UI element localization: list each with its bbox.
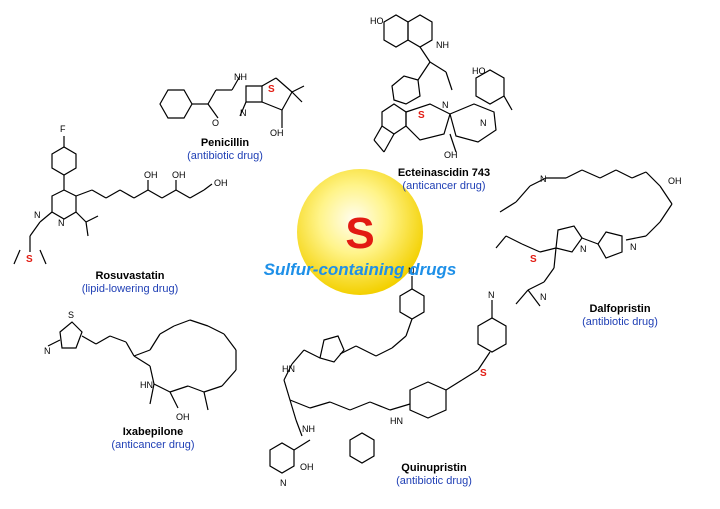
- svg-text:N: N: [44, 346, 51, 356]
- svg-text:N: N: [280, 478, 287, 488]
- drug-label-penicillin: Penicillin (antibiotic drug): [165, 137, 285, 163]
- sulfur-symbol: S: [345, 209, 375, 258]
- svg-text:S: S: [480, 368, 487, 379]
- svg-text:N: N: [442, 100, 449, 110]
- svg-text:OH: OH: [300, 462, 314, 472]
- rosuvastatin-structure: [13, 136, 213, 265]
- drug-class: (antibiotic drug): [396, 475, 472, 487]
- dalfopristin-structure: [495, 169, 673, 307]
- drug-name: Penicillin: [200, 137, 250, 149]
- center-title: Sulfur-containing drugs: [263, 260, 457, 279]
- drug-label-rosuvastatin: Rosuvastatin (lipid-lowering drug): [60, 270, 200, 296]
- svg-text:N: N: [580, 244, 587, 254]
- svg-text:HO: HO: [472, 66, 486, 76]
- svg-text:OH: OH: [270, 128, 284, 138]
- svg-text:NH: NH: [302, 424, 315, 434]
- svg-text:O: O: [212, 118, 219, 128]
- svg-text:OH: OH: [668, 176, 682, 186]
- svg-text:N: N: [488, 290, 495, 300]
- atom-labels: S NH N OH O HO NH S HO OH N N F OH OH OH…: [26, 16, 682, 488]
- svg-text:OH: OH: [172, 170, 186, 180]
- svg-text:S: S: [268, 84, 275, 95]
- drug-label-ecteinascidin: Ecteinascidin 743 (anticancer drug): [374, 167, 514, 193]
- svg-text:NH: NH: [436, 40, 449, 50]
- svg-text:HN: HN: [140, 380, 153, 390]
- drug-name: Quinupristin: [401, 462, 467, 474]
- sulfur-sphere: [297, 169, 423, 295]
- svg-text:S: S: [530, 254, 537, 265]
- svg-text:OH: OH: [444, 150, 458, 160]
- svg-text:OH: OH: [144, 170, 158, 180]
- svg-text:N: N: [540, 174, 547, 184]
- svg-text:S: S: [68, 310, 74, 320]
- svg-text:N: N: [34, 210, 41, 220]
- drug-name: Dalfopristin: [589, 303, 651, 315]
- svg-text:HN: HN: [390, 416, 403, 426]
- ixabepilone-structure: [47, 319, 237, 411]
- svg-text:N: N: [240, 108, 247, 118]
- svg-text:HO: HO: [370, 16, 384, 26]
- drug-name: Ecteinascidin 743: [397, 167, 491, 179]
- drug-class: (lipid-lowering drug): [81, 283, 179, 295]
- svg-text:HN: HN: [282, 364, 295, 374]
- svg-text:N: N: [630, 242, 637, 252]
- drug-class: (antibiotic drug): [187, 150, 263, 162]
- drug-label-ixabepilone: Ixabepilone (anticancer drug): [88, 426, 218, 452]
- svg-text:N: N: [480, 118, 487, 128]
- svg-text:S: S: [418, 110, 425, 121]
- drug-label-dalfopristin: Dalfopristin (antibiotic drug): [560, 303, 680, 329]
- svg-text:N: N: [58, 218, 65, 228]
- penicillin-structure: [159, 75, 305, 128]
- drug-class: (antibiotic drug): [582, 316, 658, 328]
- svg-text:N: N: [540, 292, 547, 302]
- svg-text:S: S: [26, 254, 33, 265]
- svg-text:OH: OH: [176, 412, 190, 422]
- svg-text:N: N: [408, 266, 415, 276]
- svg-text:OH: OH: [214, 178, 228, 188]
- drug-name: Rosuvastatin: [95, 270, 165, 282]
- ecteinascidin-structure: [373, 14, 513, 153]
- svg-text:NH: NH: [234, 72, 247, 82]
- drug-class: (anticancer drug): [402, 180, 486, 192]
- quinupristin-structure: [269, 276, 507, 474]
- drug-class: (anticancer drug): [111, 439, 195, 451]
- drug-label-quinupristin: Quinupristin (antibiotic drug): [374, 462, 494, 488]
- svg-text:F: F: [60, 124, 66, 134]
- drug-name: Ixabepilone: [122, 426, 184, 438]
